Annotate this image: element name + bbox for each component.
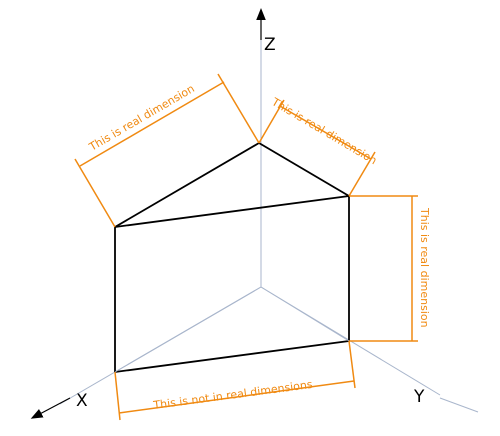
dim-right-slant-label: This is real dimension [269,95,380,167]
dim-left-slant-ext-1 [74,158,116,228]
dim-right-slant-line [279,105,372,160]
prism [114,142,350,373]
dim-left-slant-line [79,81,225,167]
z-axis-label: Z [264,35,276,55]
y-axis-tip [439,397,479,413]
dim-bottom-label: This is not in real dimensions [152,378,314,412]
dim-bottom-line [118,380,355,414]
dim-bottom-ext-1 [114,371,121,421]
dim-left-slant-label: This is real dimension [86,82,197,154]
hidden-edges [114,286,350,373]
x-axis-label: X [76,391,88,411]
edge-top-front [114,195,350,228]
hidden-edge-right [260,286,350,342]
edge-top-right [258,142,350,197]
dim-vertical-label: This is real dimension [418,207,431,328]
dimension-lines [74,73,418,421]
edge-top-left [114,142,260,228]
y-axis-label: Y [413,387,425,407]
hidden-edge-left [114,286,262,373]
dim-bottom-ext-2 [348,340,356,389]
edge-bottom-front [114,340,350,373]
x-axis-tip [30,397,71,419]
dim-right-slant-ext-1 [258,99,285,144]
dim-left-slant-ext-2 [217,73,260,144]
